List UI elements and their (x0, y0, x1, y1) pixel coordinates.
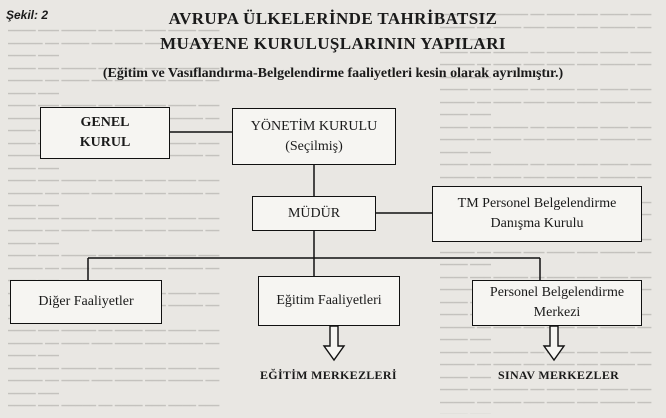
personel-line2: Merkezi (533, 305, 581, 320)
title-line-1: AVRUPA ÜLKELERİNDE TAHRİBATSIZ (168, 9, 498, 28)
box-egitim-faaliyetleri: Eğitim Faaliyetleri (258, 276, 400, 326)
diger-label: Diğer Faaliyetler (38, 294, 134, 309)
arrow-down-egitim (322, 325, 346, 362)
label-egitim-merkezleri: EĞİTİM MERKEZLERİ (260, 368, 397, 382)
tm-personel-line1: TM Personel Belgelendirme (457, 196, 617, 211)
mudur-label: MÜDÜR (287, 205, 341, 221)
box-personel-belgelendirme-merkezi: Personel Belgelendirme Merkezi (472, 280, 642, 326)
tm-personel-line2: Danışma Kurulu (490, 216, 584, 231)
genel-kurul-line2: KURUL (79, 135, 131, 150)
box-genel-kurul: GENEL KURUL (40, 107, 170, 159)
subtitle: (Eğitim ve Vasıflandırma-Belgelendirme f… (102, 66, 564, 81)
arrow-down-sinav (542, 325, 566, 362)
box-mudur: MÜDÜR (252, 196, 376, 231)
box-yonetim-kurulu: YÖNETİM KURULU (Seçilmiş) (232, 108, 396, 165)
yonetim-kurulu-line2: (Seçilmiş) (285, 138, 343, 154)
box-diger-faaliyetler: Diğer Faaliyetler (10, 280, 162, 324)
personel-line1: Personel Belgelendirme (489, 285, 625, 300)
figure-label: Şekil: 2 (6, 8, 49, 22)
yonetim-kurulu-line1: YÖNETİM KURULU (250, 118, 378, 134)
label-sinav-merkezler: SINAV MERKEZLER (498, 368, 620, 382)
title-line-2: MUAYENE KURULUŞLARININ YAPILARI (160, 34, 506, 53)
box-tm-personel-danisma: TM Personel Belgelendirme Danışma Kurulu (432, 186, 642, 242)
genel-kurul-line1: GENEL (80, 115, 130, 130)
egitim-label: Eğitim Faaliyetleri (276, 293, 382, 308)
